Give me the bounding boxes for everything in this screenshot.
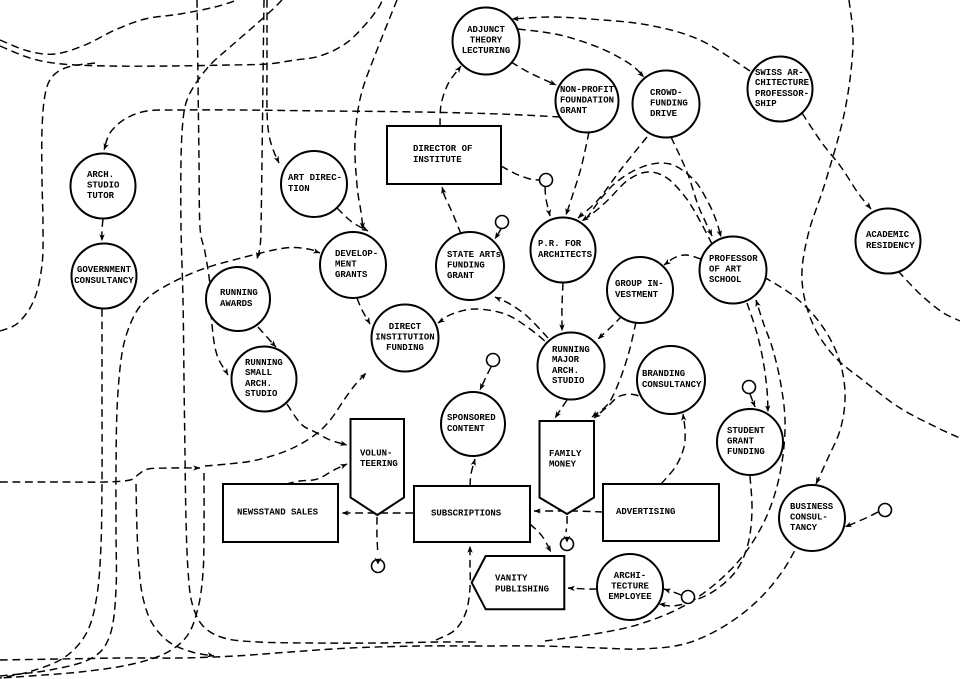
svg-text:TANCY: TANCY: [790, 523, 818, 533]
svg-text:FUNDING: FUNDING: [727, 447, 765, 457]
svg-text:STUDENT: STUDENT: [727, 426, 765, 436]
svg-text:CHITECTURE: CHITECTURE: [755, 78, 810, 88]
svg-text:CROWD-: CROWD-: [650, 88, 682, 98]
svg-text:TEERING: TEERING: [360, 459, 398, 469]
svg-text:CONSUL-: CONSUL-: [790, 513, 828, 523]
svg-text:THEORY: THEORY: [470, 36, 503, 46]
svg-text:ARCH.: ARCH.: [552, 366, 579, 376]
svg-text:GOVERNMENT: GOVERNMENT: [77, 265, 132, 275]
svg-text:RUNNING: RUNNING: [220, 288, 258, 298]
svg-text:ARCHI-: ARCHI-: [614, 571, 646, 581]
svg-text:INSTITUTION: INSTITUTION: [375, 333, 434, 343]
svg-text:PROFESSOR: PROFESSOR: [709, 254, 758, 264]
svg-text:VOLUN-: VOLUN-: [360, 449, 392, 459]
svg-text:VESTMENT: VESTMENT: [615, 290, 659, 300]
svg-text:STATE ARTs: STATE ARTs: [447, 250, 501, 260]
svg-text:OF ART: OF ART: [709, 265, 742, 275]
svg-text:ACADEMIC: ACADEMIC: [866, 230, 910, 240]
svg-text:SHIP: SHIP: [755, 99, 777, 109]
svg-text:NON-PROFIT: NON-PROFIT: [560, 85, 615, 95]
svg-text:DIRECT: DIRECT: [389, 322, 422, 332]
svg-text:FUNDING: FUNDING: [386, 343, 424, 353]
svg-text:RESIDENCY: RESIDENCY: [866, 241, 915, 251]
svg-text:SMALL: SMALL: [245, 368, 272, 378]
svg-text:CONSULTANCY: CONSULTANCY: [642, 380, 702, 390]
svg-text:ART DIREC-: ART DIREC-: [288, 173, 342, 183]
svg-text:RUNNING: RUNNING: [245, 358, 283, 368]
svg-text:LECTURING: LECTURING: [462, 46, 511, 56]
svg-text:NEWSSTAND SALES: NEWSSTAND SALES: [237, 508, 319, 518]
svg-text:MAJOR: MAJOR: [552, 355, 580, 365]
svg-text:VANITY: VANITY: [495, 574, 528, 584]
svg-text:BUSINESS: BUSINESS: [790, 502, 834, 512]
svg-text:STUDIO: STUDIO: [552, 376, 585, 386]
svg-text:FOUNDATION: FOUNDATION: [560, 96, 614, 106]
svg-text:MONEY: MONEY: [549, 459, 577, 469]
svg-text:BRANDING: BRANDING: [642, 369, 685, 379]
svg-text:ARCH.: ARCH.: [245, 379, 272, 389]
svg-text:TUTOR: TUTOR: [87, 191, 115, 201]
svg-text:INSTITUTE: INSTITUTE: [413, 155, 462, 165]
svg-text:GRANTS: GRANTS: [335, 270, 368, 280]
svg-text:SUBSCRIPTIONS: SUBSCRIPTIONS: [431, 509, 502, 519]
svg-text:CONSULTANCY: CONSULTANCY: [74, 276, 134, 286]
svg-text:SCHOOL: SCHOOL: [709, 275, 741, 285]
svg-text:ADVERTISING: ADVERTISING: [616, 507, 675, 517]
svg-text:GRANT: GRANT: [447, 271, 475, 281]
svg-text:ADJUNCT: ADJUNCT: [467, 25, 505, 35]
svg-text:PUBLISHING: PUBLISHING: [495, 585, 549, 595]
svg-text:DRIVE: DRIVE: [650, 109, 678, 119]
svg-text:ARCH.: ARCH.: [87, 170, 114, 180]
svg-text:PROFESSOR-: PROFESSOR-: [755, 89, 809, 99]
svg-text:P.R. FOR: P.R. FOR: [538, 239, 582, 249]
svg-text:DIRECTOR OF: DIRECTOR OF: [413, 144, 472, 154]
svg-text:RUNNING: RUNNING: [552, 345, 590, 355]
svg-text:TECTURE: TECTURE: [611, 582, 649, 592]
svg-text:AWARDS: AWARDS: [220, 299, 253, 309]
svg-text:CONTENT: CONTENT: [447, 424, 485, 434]
svg-text:MENT: MENT: [335, 260, 357, 270]
svg-text:ARCHITECTS: ARCHITECTS: [538, 250, 593, 260]
svg-text:GROUP IN-: GROUP IN-: [615, 279, 664, 289]
svg-text:GRANT: GRANT: [727, 437, 755, 447]
svg-text:FAMILY: FAMILY: [549, 449, 582, 459]
svg-text:FUNDING: FUNDING: [447, 261, 485, 271]
svg-text:EMPLOYEE: EMPLOYEE: [608, 592, 652, 602]
svg-text:STUDIO: STUDIO: [87, 181, 120, 191]
svg-text:STUDIO: STUDIO: [245, 389, 278, 399]
svg-text:DEVELOP-: DEVELOP-: [335, 249, 378, 259]
svg-text:GRANT: GRANT: [560, 106, 588, 116]
svg-text:SPONSORED: SPONSORED: [447, 413, 496, 423]
svg-text:FUNDING: FUNDING: [650, 99, 688, 109]
svg-text:SWISS AR-: SWISS AR-: [755, 68, 804, 78]
svg-text:TION: TION: [288, 184, 310, 194]
